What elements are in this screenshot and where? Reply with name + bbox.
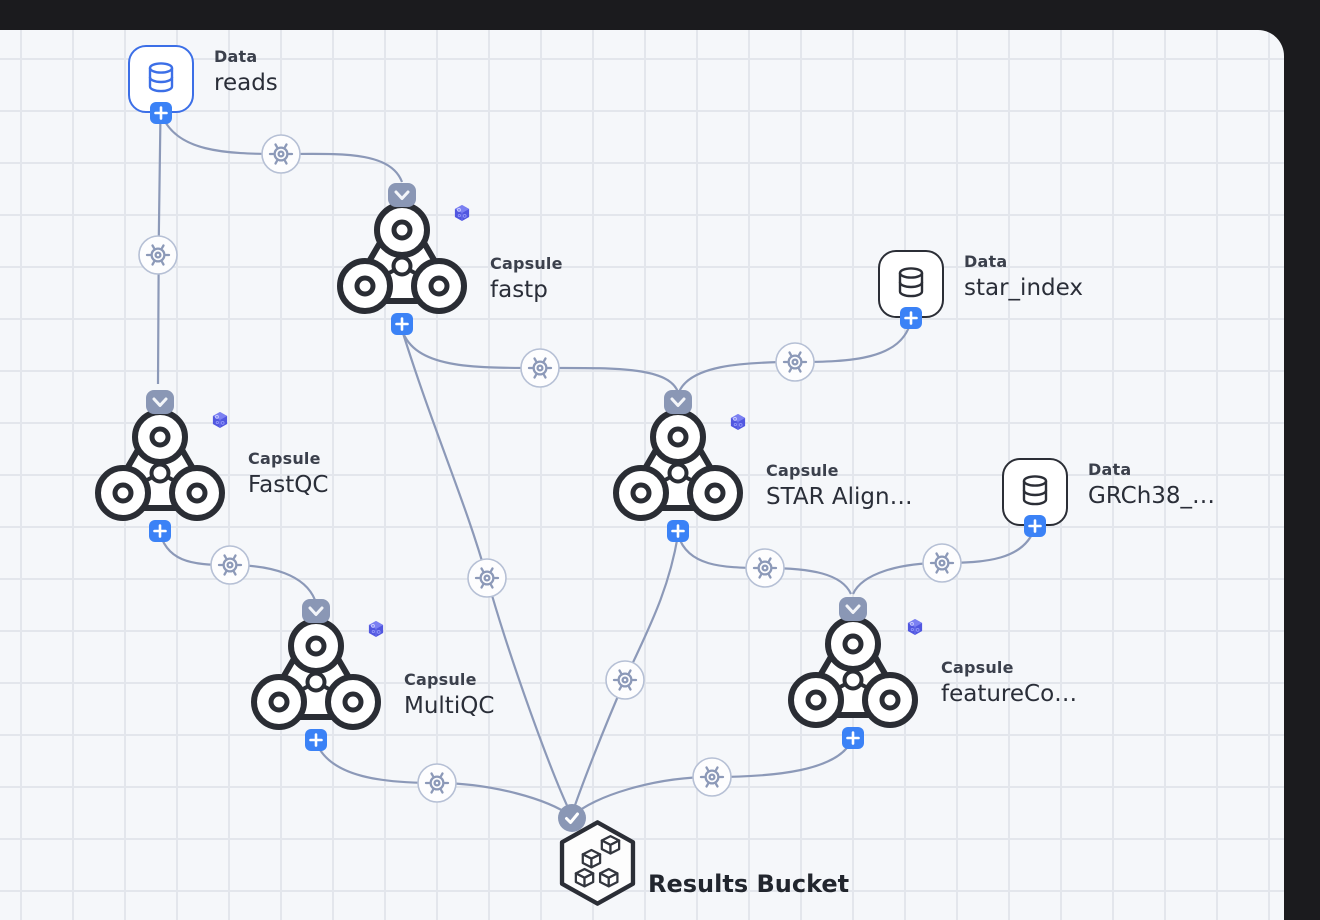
node-type-label: Capsule [248, 449, 321, 468]
results-bucket-node[interactable]: Results Bucket [555, 804, 849, 908]
node-type-label: Capsule [941, 658, 1014, 677]
node-type-label: Capsule [490, 254, 563, 273]
node-name-label: Results Bucket [648, 870, 850, 898]
node-name-label: FastQC [248, 472, 329, 498]
data-node-reads[interactable]: Data reads [128, 45, 278, 124]
chevron-down-icon[interactable] [388, 183, 416, 207]
node-type-label: Data [1088, 460, 1132, 479]
capsule-node-star-align[interactable]: Capsule STAR Align… [611, 390, 913, 542]
data-node-grch38[interactable]: Data GRCh38_… [1002, 458, 1215, 537]
plus-icon[interactable] [149, 520, 171, 542]
plus-icon[interactable] [667, 520, 689, 542]
capsule-node-featurecounts[interactable]: Capsule featureCo… [786, 597, 1077, 749]
cube-badge-icon [729, 413, 747, 431]
cube-badge-icon [211, 411, 229, 429]
capsule-icon [335, 196, 469, 320]
plus-icon[interactable] [391, 313, 413, 335]
cube-badge-icon [453, 204, 471, 222]
capsule-icon [786, 610, 920, 734]
plus-icon[interactable] [150, 102, 172, 124]
capsule-node-fastqc[interactable]: Capsule FastQC [93, 390, 328, 542]
chevron-down-icon[interactable] [839, 597, 867, 621]
capsule-node-multiqc[interactable]: Capsule MultiQC [249, 599, 494, 751]
capsule-icon [611, 403, 745, 527]
database-icon [878, 250, 944, 318]
node-type-label: Data [964, 252, 1008, 271]
chevron-down-icon[interactable] [146, 390, 174, 414]
node-name-label: reads [214, 70, 278, 96]
node-name-label: featureCo… [941, 681, 1078, 707]
cube-badge-icon [367, 620, 385, 638]
plus-icon[interactable] [900, 307, 922, 329]
chevron-down-icon[interactable] [302, 599, 330, 623]
plus-icon[interactable] [1024, 515, 1046, 537]
node-type-label: Capsule [404, 670, 477, 689]
database-icon [128, 45, 194, 113]
plus-icon[interactable] [842, 727, 864, 749]
node-name-label: STAR Align… [766, 484, 913, 510]
node-name-label: star_index [964, 275, 1083, 301]
node-name-label: fastp [490, 277, 548, 303]
cube-badge-icon [906, 618, 924, 636]
chevron-down-icon[interactable] [664, 390, 692, 414]
capsule-node-fastp[interactable]: Capsule fastp [335, 183, 562, 335]
node-name-label: MultiQC [404, 693, 495, 719]
plus-icon[interactable] [305, 729, 327, 751]
check-icon[interactable] [558, 804, 586, 832]
capsule-icon [93, 403, 227, 527]
data-node-star-index[interactable]: Data star_index [878, 250, 1083, 329]
node-type-label: Data [214, 47, 258, 66]
node-name-label: GRCh38_… [1088, 483, 1216, 509]
node-type-label: Capsule [766, 461, 839, 480]
capsule-icon [249, 612, 383, 736]
